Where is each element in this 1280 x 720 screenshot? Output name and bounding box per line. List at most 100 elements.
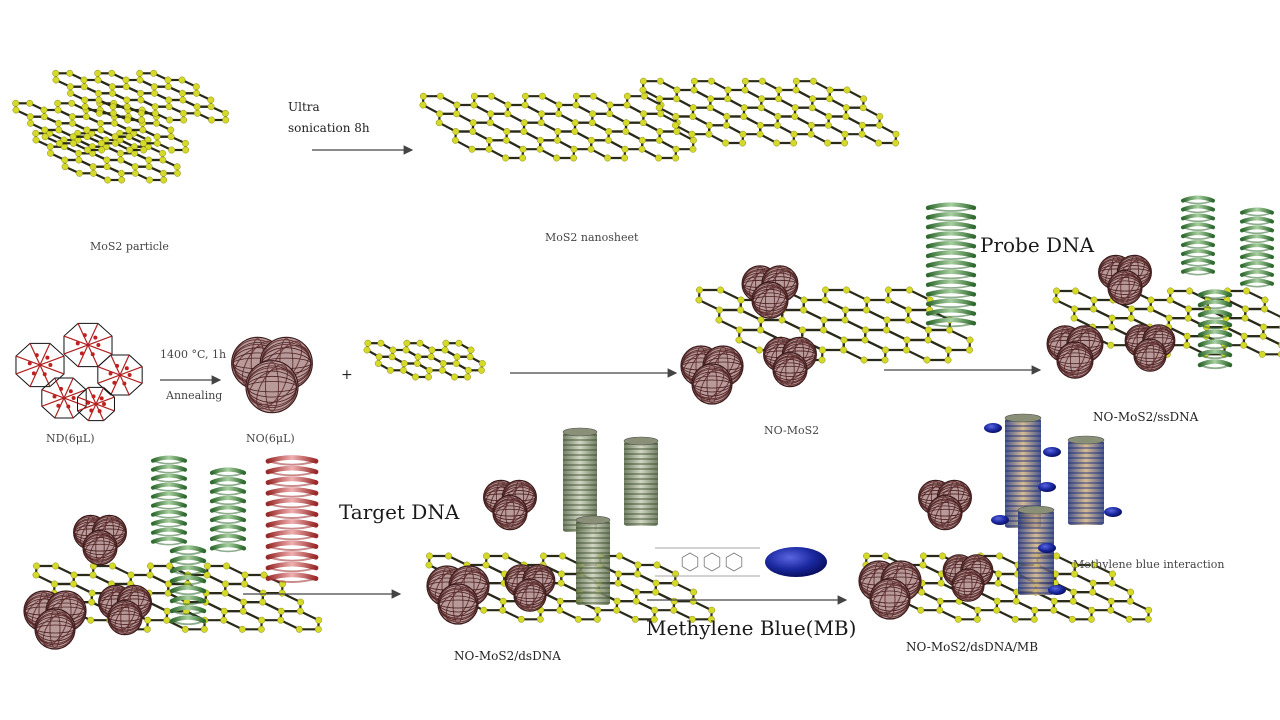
atom-node <box>1185 305 1192 313</box>
shape-ellipse <box>1057 345 1093 375</box>
helix-turn <box>150 455 188 463</box>
atom-node <box>640 92 648 100</box>
helix-turn <box>265 487 319 496</box>
atom-node <box>655 154 663 162</box>
helix-turn <box>1197 299 1233 308</box>
atom-node <box>860 356 868 364</box>
target-dna-helix <box>265 455 319 583</box>
atom-node <box>558 570 565 578</box>
atom-node <box>297 598 305 606</box>
atom-node <box>166 562 173 570</box>
bond-line <box>97 366 143 384</box>
atom-node <box>1050 606 1058 614</box>
atom-node <box>48 363 53 367</box>
atom-node <box>94 69 102 77</box>
atom-node <box>892 130 900 138</box>
atom-node <box>193 109 201 117</box>
atom-node <box>151 89 158 97</box>
atom-node <box>426 552 433 560</box>
atom-node <box>536 615 544 623</box>
atom-node <box>145 156 153 164</box>
atom-node <box>633 588 641 596</box>
helix-turn <box>1197 359 1233 368</box>
shape-ellipse <box>35 612 75 646</box>
helix-turn <box>1197 309 1233 318</box>
atom-node <box>862 326 869 334</box>
atom-node <box>672 154 680 162</box>
atom-node <box>180 116 188 124</box>
atom-node <box>221 109 229 117</box>
atom-node <box>416 339 424 347</box>
no-mos2-ssdna-label: NO-MoS2/ssDNA <box>1093 410 1199 424</box>
atom-node <box>296 607 304 615</box>
helix-turn <box>169 595 207 604</box>
helix-turn <box>1182 235 1214 240</box>
bond-line <box>1093 308 1113 320</box>
atom-node <box>144 616 152 624</box>
atom-node <box>241 580 248 588</box>
helix-turn <box>1199 344 1231 350</box>
atom-node <box>123 103 131 111</box>
atom-node <box>1166 296 1174 304</box>
atom-node <box>160 176 168 184</box>
atom-node <box>556 606 564 614</box>
atom-node <box>59 386 64 391</box>
atom-node <box>108 69 116 77</box>
atom-node <box>32 136 40 144</box>
atom-node <box>315 616 323 624</box>
atom-node <box>208 116 216 124</box>
bond-line <box>740 309 762 321</box>
atom-node <box>705 121 713 129</box>
atom-node <box>67 89 74 97</box>
atom-node <box>163 607 171 615</box>
atom-node <box>86 400 91 405</box>
atom-node <box>1125 615 1133 623</box>
atom-node <box>756 346 763 354</box>
atom-node <box>54 106 62 114</box>
helix-turn <box>267 513 317 519</box>
bond-line <box>244 583 264 595</box>
atom-node <box>1053 552 1060 560</box>
atom-node <box>111 119 118 127</box>
atom-node <box>775 86 783 94</box>
atom-node <box>428 346 436 354</box>
atom-node <box>41 126 49 134</box>
shape-ellipse <box>246 365 298 408</box>
atom-node <box>920 552 927 560</box>
shape-ellipse <box>514 580 546 611</box>
atom-node <box>84 146 92 154</box>
atom-node <box>1072 287 1079 295</box>
atom-node <box>109 562 116 570</box>
atom-node <box>103 156 111 164</box>
atom-node <box>538 92 546 100</box>
shape-ellipse <box>952 572 984 599</box>
atom-node <box>631 615 639 623</box>
shape-ellipse <box>1134 340 1166 371</box>
atom-node <box>1030 615 1038 623</box>
helix-turn <box>209 542 247 551</box>
target-dna-label: Target DNA <box>339 500 460 524</box>
atom-node <box>881 356 889 364</box>
helix-turn <box>267 502 317 509</box>
atom-node <box>826 86 834 94</box>
atom-node <box>1147 296 1155 304</box>
atom-node <box>820 326 827 334</box>
atom-node <box>42 372 47 377</box>
atom-node <box>1128 305 1135 313</box>
atom-node <box>165 580 172 588</box>
helix-turn <box>1199 364 1231 370</box>
helix-turn <box>1241 211 1273 217</box>
atom-node <box>68 389 73 394</box>
atom-node <box>656 77 664 85</box>
atom-node <box>1144 615 1152 623</box>
atom-node <box>89 408 94 413</box>
atom-node <box>153 119 160 127</box>
no-mos2-label: NO-MoS2 <box>764 424 820 437</box>
helix-turn <box>1181 222 1215 230</box>
atom-node <box>26 113 34 121</box>
atom-node <box>1126 597 1134 605</box>
atom-node <box>722 139 730 147</box>
helix-turn <box>211 547 245 553</box>
atom-node <box>97 126 105 134</box>
bond-line <box>823 329 845 341</box>
